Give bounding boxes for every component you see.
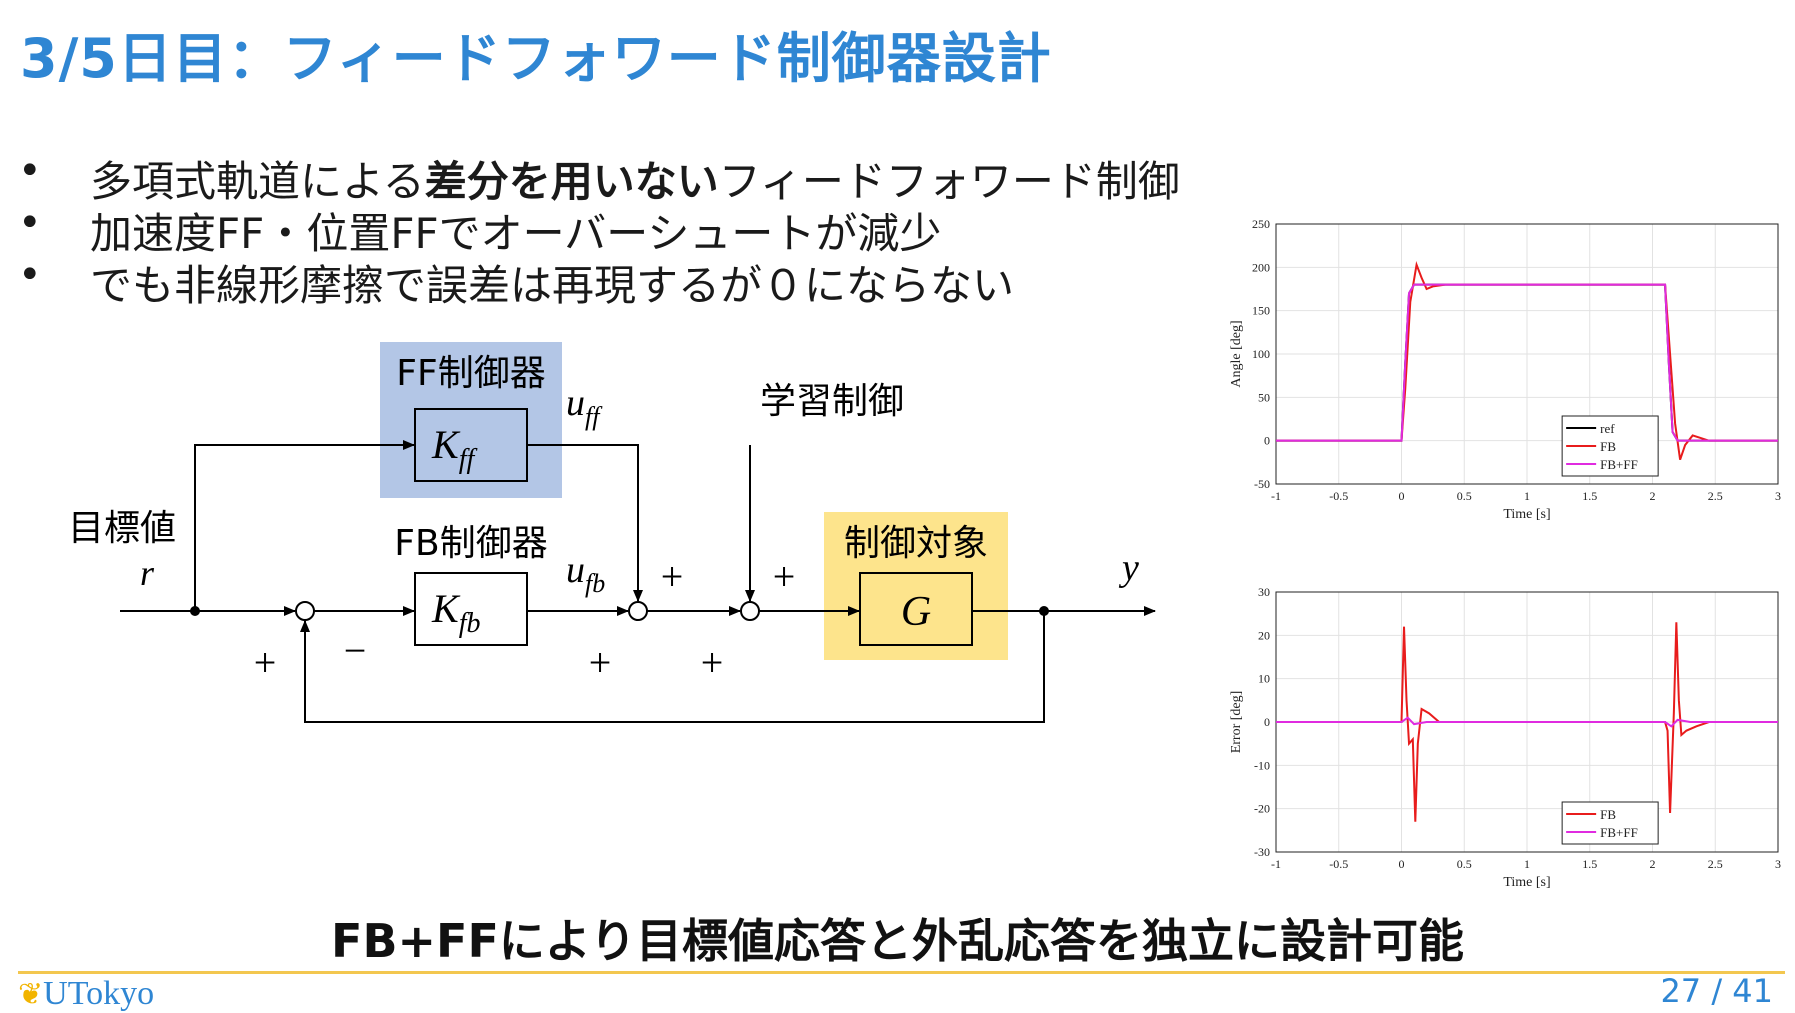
bullet-text: でも非線形摩擦で誤差は再現するが０にならない <box>90 261 1015 310</box>
y-tick-label: 20 <box>1258 628 1270 642</box>
target-value-label: 目標値 <box>68 508 176 549</box>
bullet-dot: • <box>18 252 42 298</box>
legend-label: FB+FF <box>1600 457 1638 472</box>
summing-junction-feedback <box>295 601 315 621</box>
x-tick-label: 2 <box>1650 489 1656 503</box>
y-tick-label: -50 <box>1254 477 1270 491</box>
y-tick-label: 200 <box>1252 260 1270 274</box>
y-tick-label: 50 <box>1258 390 1270 404</box>
x-axis-label: Time [s] <box>1503 875 1550 890</box>
x-tick-label: 1.5 <box>1582 489 1597 503</box>
x-tick-label: 0.5 <box>1457 489 1472 503</box>
y-tick-label: 30 <box>1258 585 1270 599</box>
series-line-fb-ff <box>1276 283 1778 442</box>
y-tick-label: -20 <box>1254 802 1270 816</box>
x-tick-label: -1 <box>1271 857 1281 871</box>
fb-controller-block <box>414 572 528 646</box>
angle-chart: -1 -0.5 0 0.5 1 1.5 2 2.5 3 250 200 150 100 50 0 -50Tim… <box>1229 217 1781 522</box>
sign-plus: + <box>773 554 796 599</box>
y-tick-label: -30 <box>1254 845 1270 859</box>
bullet-dot: • <box>18 148 42 194</box>
bullet-text: 加速度FF・位置FFでオーバーシュートが減少 <box>90 209 942 258</box>
sign-plus: + <box>254 640 277 685</box>
x-tick-label: 1.5 <box>1582 857 1597 871</box>
x-tick-label: 0.5 <box>1457 857 1472 871</box>
x-tick-label: -0.5 <box>1329 489 1348 503</box>
plant-block-title: 制御対象 <box>844 523 988 564</box>
reference-signal-label: r <box>140 553 155 593</box>
summing-junction-ff <box>628 601 648 621</box>
plant-block <box>859 572 973 646</box>
learning-control-label: 学習制御 <box>760 381 904 422</box>
ff-block-title: FF制御器 <box>396 353 545 394</box>
x-tick-label: 1 <box>1524 857 1530 871</box>
slide-title: 3/5日目：フィードフォワード制御器設計 <box>20 27 1052 90</box>
ginkgo-leaf-icon: ❦ <box>18 978 44 1011</box>
bullet-text: フィードフォワード制御 <box>718 157 1180 206</box>
legend-box <box>1561 801 1659 845</box>
x-tick-label: 0 <box>1399 857 1405 871</box>
legend-label: FB <box>1600 807 1616 822</box>
logo-text: UTokyo <box>43 975 155 1012</box>
sign-plus: + <box>661 554 684 599</box>
conclusion-text: FB+FFにより目標値応答と外乱応答を独立に設計可能 <box>331 914 1464 968</box>
utokyo-logo: ❦UTokyo <box>18 975 154 1013</box>
plant-block-background <box>824 512 1008 660</box>
summing-junction-learning <box>740 601 760 621</box>
error-chart: -1 -0.5 0 0.5 1 1.5 2 2.5 3 30 20 10 0 -10 -20 -30Time … <box>1229 585 1781 890</box>
sign-minus: − <box>344 628 367 673</box>
x-tick-label: 0 <box>1399 489 1405 503</box>
y-tick-label: 150 <box>1252 304 1270 318</box>
y-axis-label: Angle [deg] <box>1229 320 1244 387</box>
x-tick-label: 2.5 <box>1708 857 1723 871</box>
legend-label: ref <box>1600 421 1615 436</box>
bullet-emphasis: 差分を用いない <box>424 157 719 206</box>
y-axis-label: Error [deg] <box>1229 691 1244 754</box>
x-tick-label: 2.5 <box>1708 489 1723 503</box>
y-tick-label: 10 <box>1258 672 1270 686</box>
y-tick-label: -10 <box>1254 758 1270 772</box>
plot-frame <box>1275 223 1779 485</box>
sign-plus: + <box>589 640 612 685</box>
ff-controller-symbol: Kff <box>431 422 477 475</box>
x-tick-label: 3 <box>1775 857 1781 871</box>
x-tick-label: -0.5 <box>1329 857 1348 871</box>
sign-plus: + <box>701 640 724 685</box>
output-signal-label: y <box>1118 547 1139 589</box>
ff-block-background <box>380 342 562 498</box>
ufb-signal-label: ufb <box>566 549 605 598</box>
y-tick-label: 100 <box>1252 347 1270 361</box>
footer-divider <box>18 971 1785 974</box>
y-tick-label: 0 <box>1264 715 1270 729</box>
x-tick-label: 3 <box>1775 489 1781 503</box>
uff-signal-label: uff <box>566 382 603 431</box>
fb-controller-symbol: Kfb <box>431 586 480 639</box>
x-tick-label: 2 <box>1650 857 1656 871</box>
y-tick-label: 0 <box>1264 434 1270 448</box>
plant-symbol: G <box>901 589 931 635</box>
legend-label: FB <box>1600 439 1616 454</box>
page-number: 27 / 41 <box>1660 972 1773 1010</box>
legend-label: FB+FF <box>1600 825 1638 840</box>
series-line-fb-ff <box>1276 716 1778 728</box>
block-diagram: FF制御器 FB制御器 制御対象 学習制御 目標値 Kff Kfb G <box>68 342 1156 723</box>
bullet-text: 多項式軌道による <box>90 157 425 206</box>
x-tick-label: -1 <box>1271 489 1281 503</box>
fb-block-title: FB制御器 <box>394 523 547 564</box>
x-tick-label: 1 <box>1524 489 1530 503</box>
bullet-dot: • <box>18 200 42 246</box>
x-axis-label: Time [s] <box>1503 507 1550 522</box>
y-tick-label: 250 <box>1252 217 1270 231</box>
